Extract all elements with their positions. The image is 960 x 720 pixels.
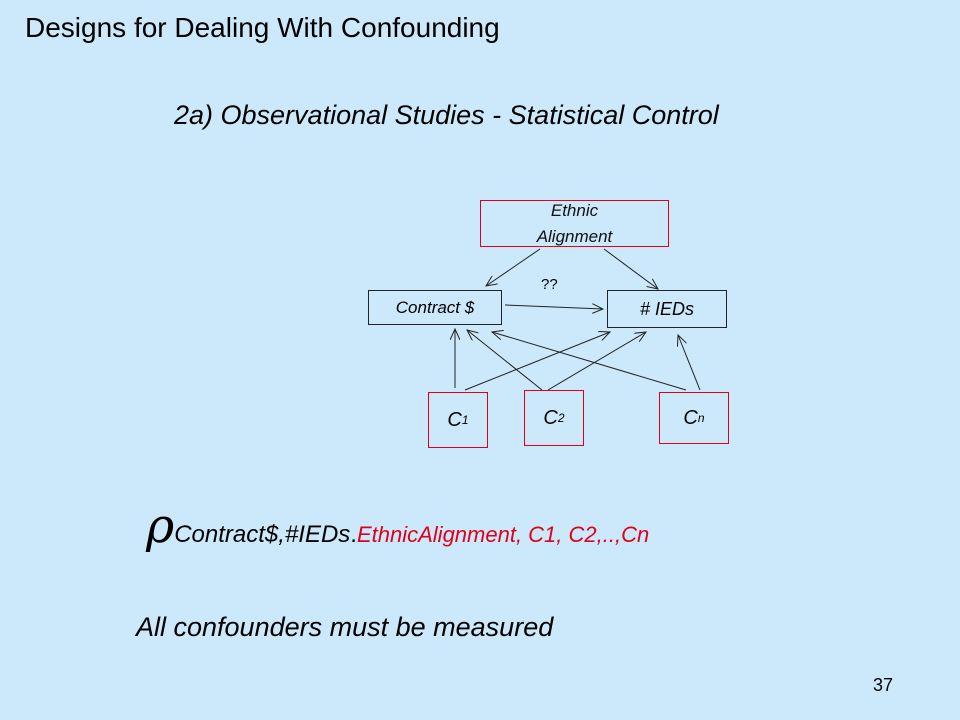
- arrow-ethnic-to-contract: [486, 248, 541, 286]
- arrow-ethnic-to-ieds: [603, 248, 658, 289]
- node-c1-label: C: [447, 408, 462, 431]
- formula-subscript: Contract$,#IEDs: [174, 521, 351, 548]
- node-ethnic-alignment: Ethnic Alignment: [480, 200, 669, 247]
- rho-symbol: ρ: [146, 498, 175, 554]
- arrow-cn-to-contract: [492, 332, 687, 391]
- node-c1-subscript: 1: [461, 413, 469, 427]
- arrow-c2-to-contract: [467, 330, 543, 391]
- node-c2-label: C: [543, 406, 558, 429]
- confounder-note: All confounders must be measured: [136, 612, 554, 642]
- node-ethnic-alignment-label: Ethnic Alignment: [536, 200, 613, 246]
- slide-title: Designs for Dealing With Confounding: [25, 12, 500, 43]
- node-cn-subscript: n: [697, 411, 705, 425]
- unknown-effect-label: ??: [541, 276, 558, 293]
- node-c2-subscript: 2: [557, 411, 565, 425]
- formula-conditioning: EthnicAlignment, C1, C2,..,Cn: [356, 522, 650, 547]
- arrow-c1-to-ieds: [464, 332, 610, 391]
- arrow-c2-to-ieds: [547, 332, 646, 391]
- arrow-cn-to-ieds: [678, 335, 701, 391]
- partial-correlation-formula: ρContract$,#IEDs.EthnicAlignment, C1, C2…: [146, 498, 649, 554]
- node-cn-label: C: [683, 406, 698, 429]
- node-contract-label: Contract $: [395, 297, 475, 317]
- node-contract: Contract $: [368, 290, 502, 325]
- node-ieds-label: # IEDs: [639, 298, 695, 319]
- slide-subtitle: 2a) Observational Studies - Statistical …: [174, 100, 719, 130]
- page-number: 37: [873, 675, 894, 695]
- arrow-contract-to-ieds: [504, 305, 603, 309]
- formula-dot: .: [350, 521, 357, 548]
- node-ieds: # IEDs: [607, 290, 727, 328]
